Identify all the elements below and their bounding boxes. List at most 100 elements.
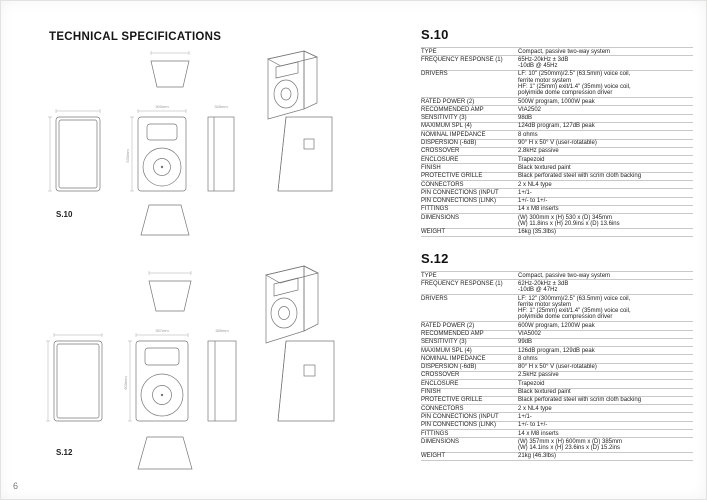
spec-label: CONNECTORS [421, 180, 518, 190]
spec-label: DISPERSION (-6dB) [421, 139, 518, 148]
dimension-line [130, 109, 187, 192]
spec-label: FREQUENCY RESPONSE (1) [421, 55, 518, 71]
spec-label: DISPERSION (-6dB) [421, 363, 518, 373]
spec-label: FITTINGS [421, 429, 518, 439]
spec-row: PIN CONNECTIONS (LINK)1+/- to 1+/- [421, 421, 693, 431]
spec-label: RATED POWER (2) [421, 321, 518, 331]
spec-row: RATED POWER (2)600W program, 1200W peak [421, 321, 693, 331]
spec-value: 1+/1- [518, 188, 693, 198]
dimension-line [128, 333, 189, 422]
front-view-driver-drawing [135, 340, 189, 422]
spec-value: 21kg (46.3lbs) [518, 452, 693, 462]
spec-value: VIA5002 [518, 330, 693, 339]
spec-value: 2.5kHz passive [518, 371, 693, 381]
spec-label: FITTINGS [421, 205, 518, 215]
spec-value: Compact, passive two-way system [518, 271, 693, 281]
spec-label: RECOMMENDED AMP [421, 105, 518, 115]
bottom-view-drawing [137, 436, 193, 470]
dimension-line [46, 333, 103, 422]
top-view-drawing [150, 60, 190, 88]
front-view-outline-drawing [53, 340, 103, 422]
spec-value: 124dB program, 127dB peak [518, 122, 693, 132]
spec-row: SENSITIVITY (3)99dB [421, 338, 693, 348]
height-dimension-label: 530mm [125, 149, 130, 163]
spec-label: FINISH [421, 388, 518, 397]
spec-value: (W) 300mm x (H) 530 x (D) 345mm(W) 11.8i… [518, 213, 693, 229]
spec-label: MAXIMUM SPL (4) [421, 122, 518, 132]
spec-value: 8 ohms [518, 130, 693, 140]
spec-label: RECOMMENDED AMP [421, 330, 518, 339]
spec-row: SENSITIVITY (3)98dB [421, 114, 693, 123]
spec-label: DIMENSIONS [421, 437, 518, 453]
spec-value: Black perforated steel with scrim cloth … [518, 172, 693, 182]
dimension-line [150, 51, 190, 55]
spec-row: DIMENSIONS(W) 300mm x (H) 530 x (D) 345m… [421, 213, 693, 229]
spec-value: Black perforated steel with scrim cloth … [518, 396, 693, 406]
spec-label: SENSITIVITY (3) [421, 114, 518, 123]
spec-value: 126dB program, 129dB peak [518, 346, 693, 356]
spec-row: DISPERSION (-6dB)80° H x 50° V (user-rot… [421, 363, 693, 373]
spec-label: PROTECTIVE GRILLE [421, 396, 518, 406]
spec-value: 1+/- to 1+/- [518, 197, 693, 206]
spec-row: DIMENSIONS(W) 357mm x (H) 600mm x (D) 38… [421, 437, 693, 453]
spec-value: Compact, passive two-way system [518, 47, 693, 57]
spec-value: 65Hz-20kHz ± 3dB-10dB @ 45Hz [518, 55, 693, 71]
spec-value: VIA2502 [518, 105, 693, 115]
spec-value: Trapezoid [518, 155, 693, 165]
spec-label: PIN CONNECTIONS (INPUT [421, 412, 518, 422]
spec-value: 1+/1- [518, 412, 693, 422]
side-view-drawing [277, 116, 333, 192]
spec-value: 500W program, 1000W peak [518, 97, 693, 107]
spec-label: ENCLOSURE [421, 379, 518, 389]
dimension-line [148, 271, 192, 275]
spec-label: CROSSOVER [421, 371, 518, 381]
spec-value: (W) 357mm x (H) 600mm x (D) 385mm(W) 14.… [518, 437, 693, 453]
spec-label: MAXIMUM SPL (4) [421, 346, 518, 356]
spec-value: Black textured paint [518, 388, 693, 397]
spec-label: PIN CONNECTIONS (LINK) [421, 197, 518, 206]
width-dimension-label: 300mm [155, 104, 169, 109]
spec-row: FREQUENCY RESPONSE (1)65Hz-20kHz ± 3dB-1… [421, 55, 693, 71]
spec-value: 14 x M8 inserts [518, 429, 693, 439]
spec-label: PROTECTIVE GRILLE [421, 172, 518, 182]
spec-row: FREQUENCY RESPONSE (1)62Hz-20kHz ± 3dB-1… [421, 279, 693, 296]
technical-drawing-s12: 357mm 600mm 385mm [46, 265, 335, 470]
page-number: 6 [13, 481, 19, 491]
depth-dimension-label: 345mm [214, 104, 228, 109]
spec-value: 16kg (35.3lbs) [518, 228, 693, 238]
spec-label: CONNECTORS [421, 404, 518, 414]
spec-label: ENCLOSURE [421, 155, 518, 165]
spec-label: DRIVERS [421, 294, 518, 323]
spec-label: PIN CONNECTIONS (LINK) [421, 421, 518, 431]
spec-label: NOMINAL IMPEDANCE [421, 354, 518, 364]
side-view-drawing [277, 340, 335, 422]
spec-label: SENSITIVITY (3) [421, 338, 518, 348]
spec-value: LF: 10" (250mm)/2.5" (63.5mm) voice coil… [518, 70, 693, 99]
spec-value: 2.8kHz passive [518, 147, 693, 157]
height-dimension-label: 600mm [123, 376, 128, 390]
spec-value: 98dB [518, 114, 693, 123]
perspective-view-drawing [265, 265, 319, 344]
product-heading-s10: S.10 [421, 27, 449, 42]
spec-label: RATED POWER (2) [421, 97, 518, 107]
spec-value: 600W program, 1200W peak [518, 321, 693, 331]
drawing-label-s12: S.12 [56, 448, 73, 457]
spec-value: 99dB [518, 338, 693, 348]
